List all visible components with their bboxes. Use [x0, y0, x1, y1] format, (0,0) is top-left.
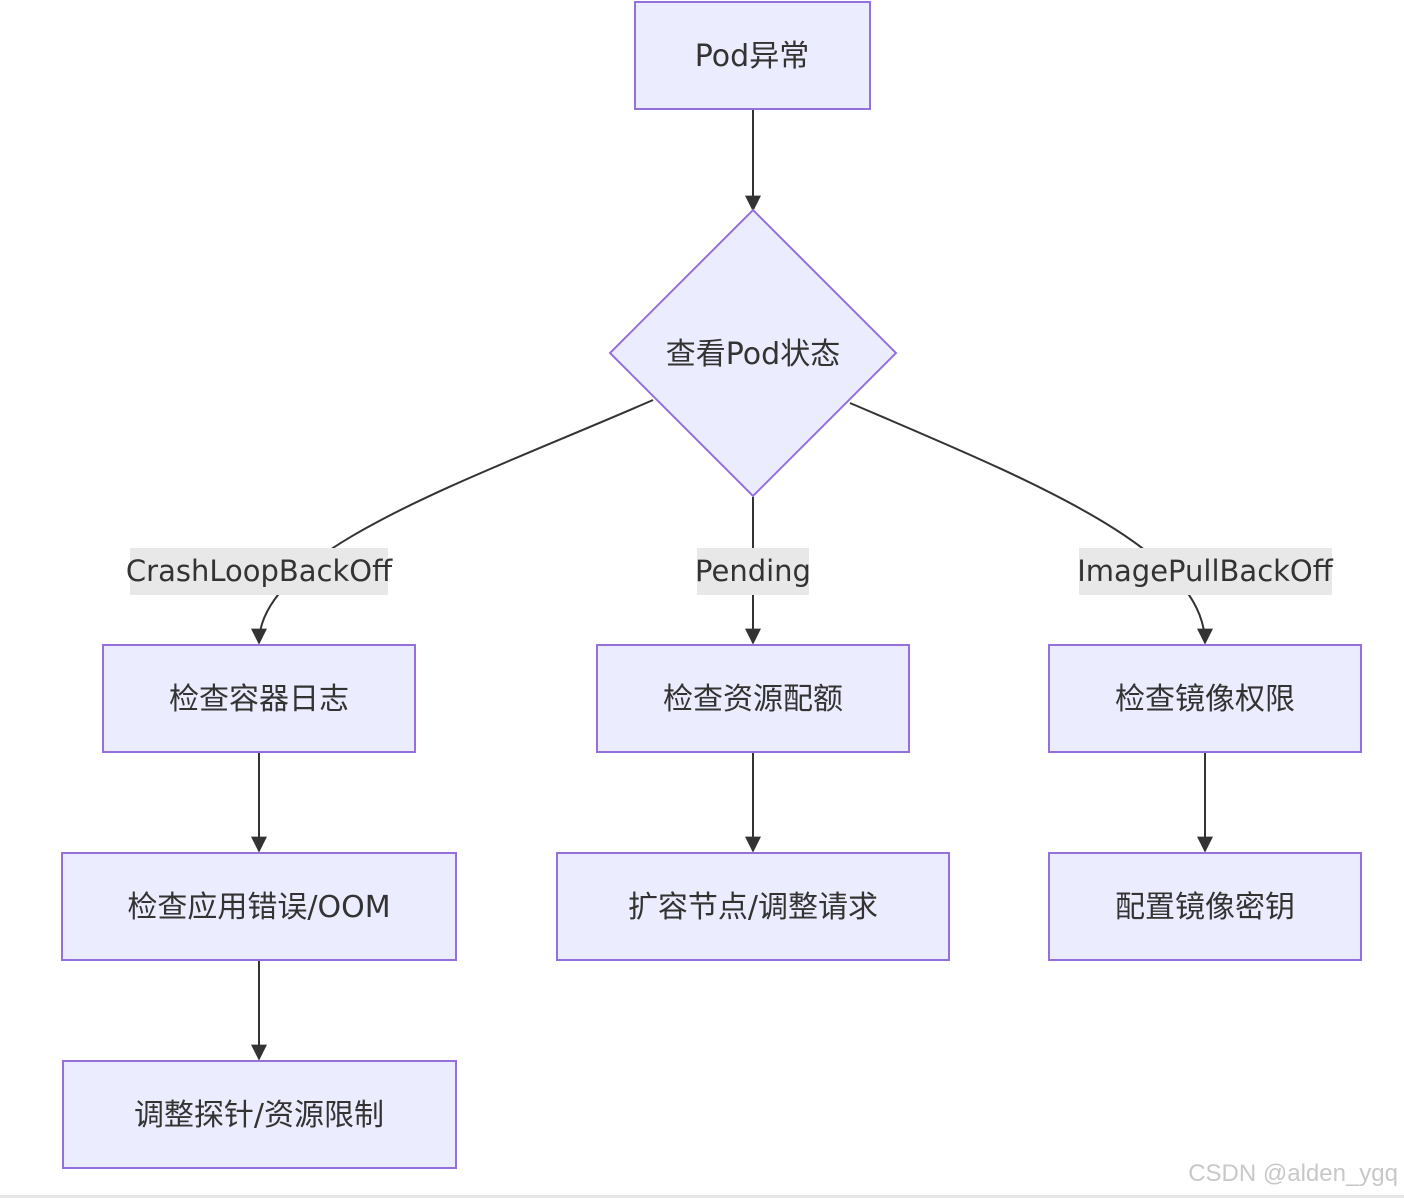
node-check-pod-status: 查看Pod状态 — [608, 208, 898, 498]
node-check-container-logs-label: 检查容器日志 — [169, 682, 349, 717]
node-check-pod-status-label: 查看Pod状态 — [666, 337, 840, 372]
node-configure-image-secret: 配置镜像密钥 — [1048, 852, 1362, 961]
node-check-app-errors: 检查应用错误/OOM — [61, 852, 457, 961]
edge-label-pending-text: Pending — [695, 554, 811, 588]
node-check-resource-quota: 检查资源配额 — [596, 644, 910, 753]
edge-label-crashloop: CrashLoopBackOff — [126, 548, 393, 595]
node-pod-abnormal: Pod异常 — [634, 1, 871, 110]
node-check-app-errors-label: 检查应用错误/OOM — [127, 890, 390, 925]
node-adjust-probe-limits-label: 调整探针/资源限制 — [134, 1098, 384, 1133]
node-adjust-probe-limits: 调整探针/资源限制 — [62, 1060, 457, 1169]
bottom-border — [0, 1195, 1404, 1198]
edge-status-to-container-logs — [251, 399, 654, 645]
node-configure-image-secret-label: 配置镜像密钥 — [1115, 890, 1295, 925]
node-pod-abnormal-label: Pod异常 — [695, 39, 809, 74]
edge-label-imagepull-text: ImagePullBackOff — [1077, 554, 1334, 588]
node-scale-nodes-label: 扩容节点/调整请求 — [628, 890, 878, 925]
node-check-image-permissions: 检查镜像权限 — [1048, 644, 1362, 753]
edge-status-to-image-permissions — [849, 402, 1213, 645]
edge-label-imagepull: ImagePullBackOff — [1077, 548, 1334, 595]
edge-label-crashloop-text: CrashLoopBackOff — [126, 554, 393, 588]
node-check-container-logs: 检查容器日志 — [102, 644, 416, 753]
edge-label-pending: Pending — [695, 548, 811, 595]
node-check-resource-quota-label: 检查资源配额 — [663, 682, 843, 717]
watermark: CSDN @alden_ygq — [1188, 1160, 1398, 1187]
node-scale-nodes: 扩容节点/调整请求 — [556, 852, 950, 961]
node-check-image-permissions-label: 检查镜像权限 — [1115, 682, 1295, 717]
